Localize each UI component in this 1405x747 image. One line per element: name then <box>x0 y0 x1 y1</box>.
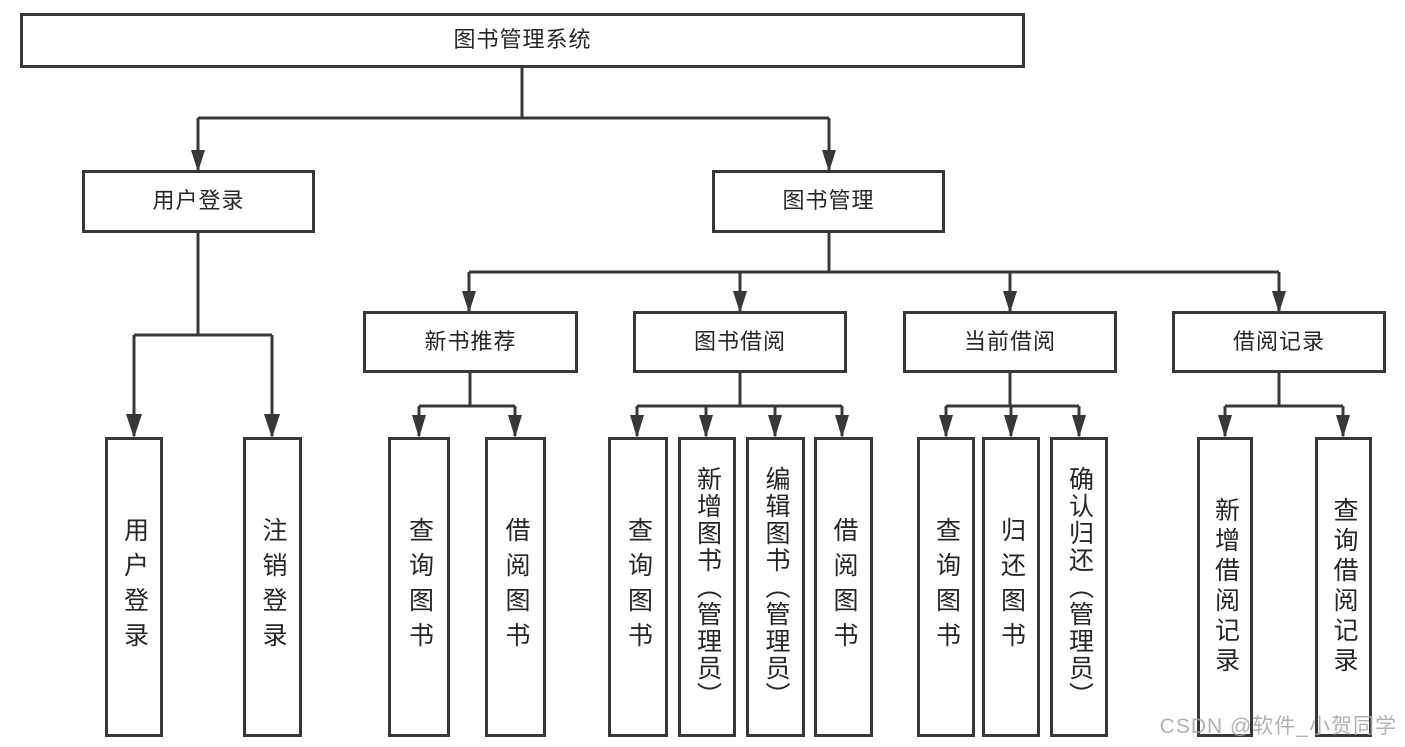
connector-path <box>1223 373 1345 436</box>
arrowhead <box>508 415 522 438</box>
node-leaf-query-book-1-label: 查询图书 <box>405 517 434 657</box>
connector-path <box>196 68 831 170</box>
arrowhead <box>264 414 280 438</box>
node-leaf-query-borrow-record: 查询借阅记录 <box>1315 437 1372 737</box>
watermark: CSDN @软件_小贺同学 <box>1159 715 1397 738</box>
node-leaf-borrow-book-1-label: 借阅图书 <box>502 517 530 657</box>
arrowhead <box>1003 291 1017 313</box>
node-leaf-user-login: 用户登录 <box>105 437 163 737</box>
node-leaf-edit-book-admin-label: 编辑图书（管理员） <box>762 465 790 709</box>
node-leaf-query-borrow-record-label: 查询借阅记录 <box>1330 497 1358 677</box>
node-leaf-return-book: 归还图书 <box>982 437 1040 737</box>
arrowhead <box>1218 415 1232 438</box>
arrowhead <box>630 415 644 438</box>
connector-path <box>417 373 517 436</box>
node-new-book-recommend: 新书推荐 <box>363 311 578 373</box>
arrowhead <box>939 415 953 438</box>
node-leaf-logout-label: 注销登录 <box>259 517 287 657</box>
arrowhead <box>1004 415 1018 438</box>
node-book-borrow-label: 图书借阅 <box>693 328 786 354</box>
arrowhead <box>1336 415 1350 438</box>
node-leaf-borrow-book-1: 借阅图书 <box>485 437 546 737</box>
node-leaf-user-login-label: 用户登录 <box>120 517 149 657</box>
node-book-manage: 图书管理 <box>712 170 945 233</box>
node-leaf-query-book-2-label: 查询图书 <box>624 517 653 657</box>
node-new-book-recommend-label: 新书推荐 <box>424 328 517 354</box>
arrowhead <box>412 415 426 438</box>
arrowhead <box>733 291 747 313</box>
node-book-manage-label: 图书管理 <box>782 188 875 214</box>
node-leaf-confirm-return-admin-label: 确认归还（管理员） <box>1065 465 1094 709</box>
node-leaf-add-book-admin: 新增图书（管理员） <box>678 437 736 737</box>
connector-path <box>635 373 844 436</box>
node-leaf-add-borrow-record-label: 新增借阅记录 <box>1211 497 1240 677</box>
node-leaf-logout: 注销登录 <box>243 437 302 737</box>
arrowhead <box>768 415 782 438</box>
node-leaf-add-borrow-record: 新增借阅记录 <box>1197 437 1253 737</box>
node-root-system-label: 图书管理系统 <box>453 27 592 53</box>
node-book-borrow: 图书借阅 <box>633 311 847 373</box>
node-leaf-borrow-book-2: 借阅图书 <box>814 437 873 737</box>
connector-path <box>467 233 1281 311</box>
node-borrow-record-label: 借阅记录 <box>1232 328 1325 354</box>
arrowhead <box>822 150 836 172</box>
node-leaf-edit-book-admin: 编辑图书（管理员） <box>746 437 805 737</box>
arrowhead <box>126 414 142 438</box>
connector-path <box>132 233 274 436</box>
node-leaf-query-book-1: 查询图书 <box>388 437 450 737</box>
node-user-login-label: 用户登录 <box>152 188 245 214</box>
node-leaf-borrow-book-2-label: 借阅图书 <box>830 517 858 657</box>
arrowhead <box>835 415 849 438</box>
node-leaf-query-book-3-label: 查询图书 <box>932 517 961 657</box>
arrowhead <box>462 291 476 313</box>
node-user-login: 用户登录 <box>82 170 315 233</box>
node-current-borrow: 当前借阅 <box>903 311 1117 373</box>
arrowhead <box>1272 291 1286 313</box>
arrowhead <box>191 150 205 172</box>
arrowhead <box>699 415 713 438</box>
node-root-system: 图书管理系统 <box>20 13 1025 68</box>
arrowhead <box>1072 415 1086 438</box>
node-leaf-query-book-3: 查询图书 <box>917 437 975 737</box>
node-borrow-record: 借阅记录 <box>1172 311 1386 373</box>
node-leaf-return-book-label: 归还图书 <box>997 517 1026 657</box>
node-leaf-query-book-2: 查询图书 <box>608 437 668 737</box>
node-current-borrow-label: 当前借阅 <box>963 328 1056 354</box>
node-leaf-confirm-return-admin: 确认归还（管理员） <box>1050 437 1108 737</box>
node-leaf-add-book-admin-label: 新增图书（管理员） <box>693 465 722 709</box>
